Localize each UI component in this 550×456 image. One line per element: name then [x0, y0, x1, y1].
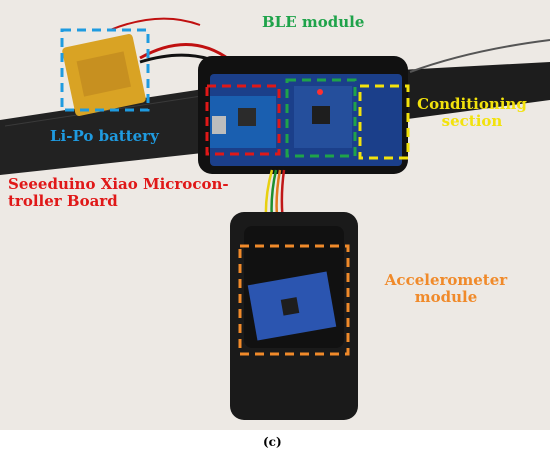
mcu-label-text: Seeeduino Xiao Microcon- troller Board: [8, 175, 253, 211]
accelerometer-chip: [280, 297, 300, 316]
conditioning-highlight: [358, 84, 410, 160]
accelerometer-highlight: [238, 244, 350, 356]
mcu-label-line-1: Seeeduino Xiao Microcon-: [8, 175, 229, 193]
strap-stitch: [4, 94, 209, 127]
battery-label: [76, 51, 132, 97]
strap: [0, 88, 230, 175]
strap-right: [400, 62, 550, 120]
battery-highlight: [60, 28, 150, 112]
accelerometer-label-text: Accelerometer module: [384, 271, 508, 307]
ble-chip: [312, 106, 330, 124]
ble-label-text: BLE module: [262, 13, 365, 31]
cable: [409, 39, 550, 73]
usb-port: [212, 116, 226, 134]
ble-highlight: [285, 78, 357, 158]
ble-led: [317, 89, 323, 95]
mcu-label-line-2: troller Board: [8, 192, 118, 211]
conditioning-label-text: Conditioning section: [417, 95, 527, 131]
mcu-highlight: [205, 84, 281, 156]
battery-wire-red-2: [109, 17, 201, 31]
figure-caption: (c): [263, 435, 282, 449]
xiao-chip: [238, 108, 256, 126]
battery-label-text: Li-Po battery: [50, 127, 159, 145]
